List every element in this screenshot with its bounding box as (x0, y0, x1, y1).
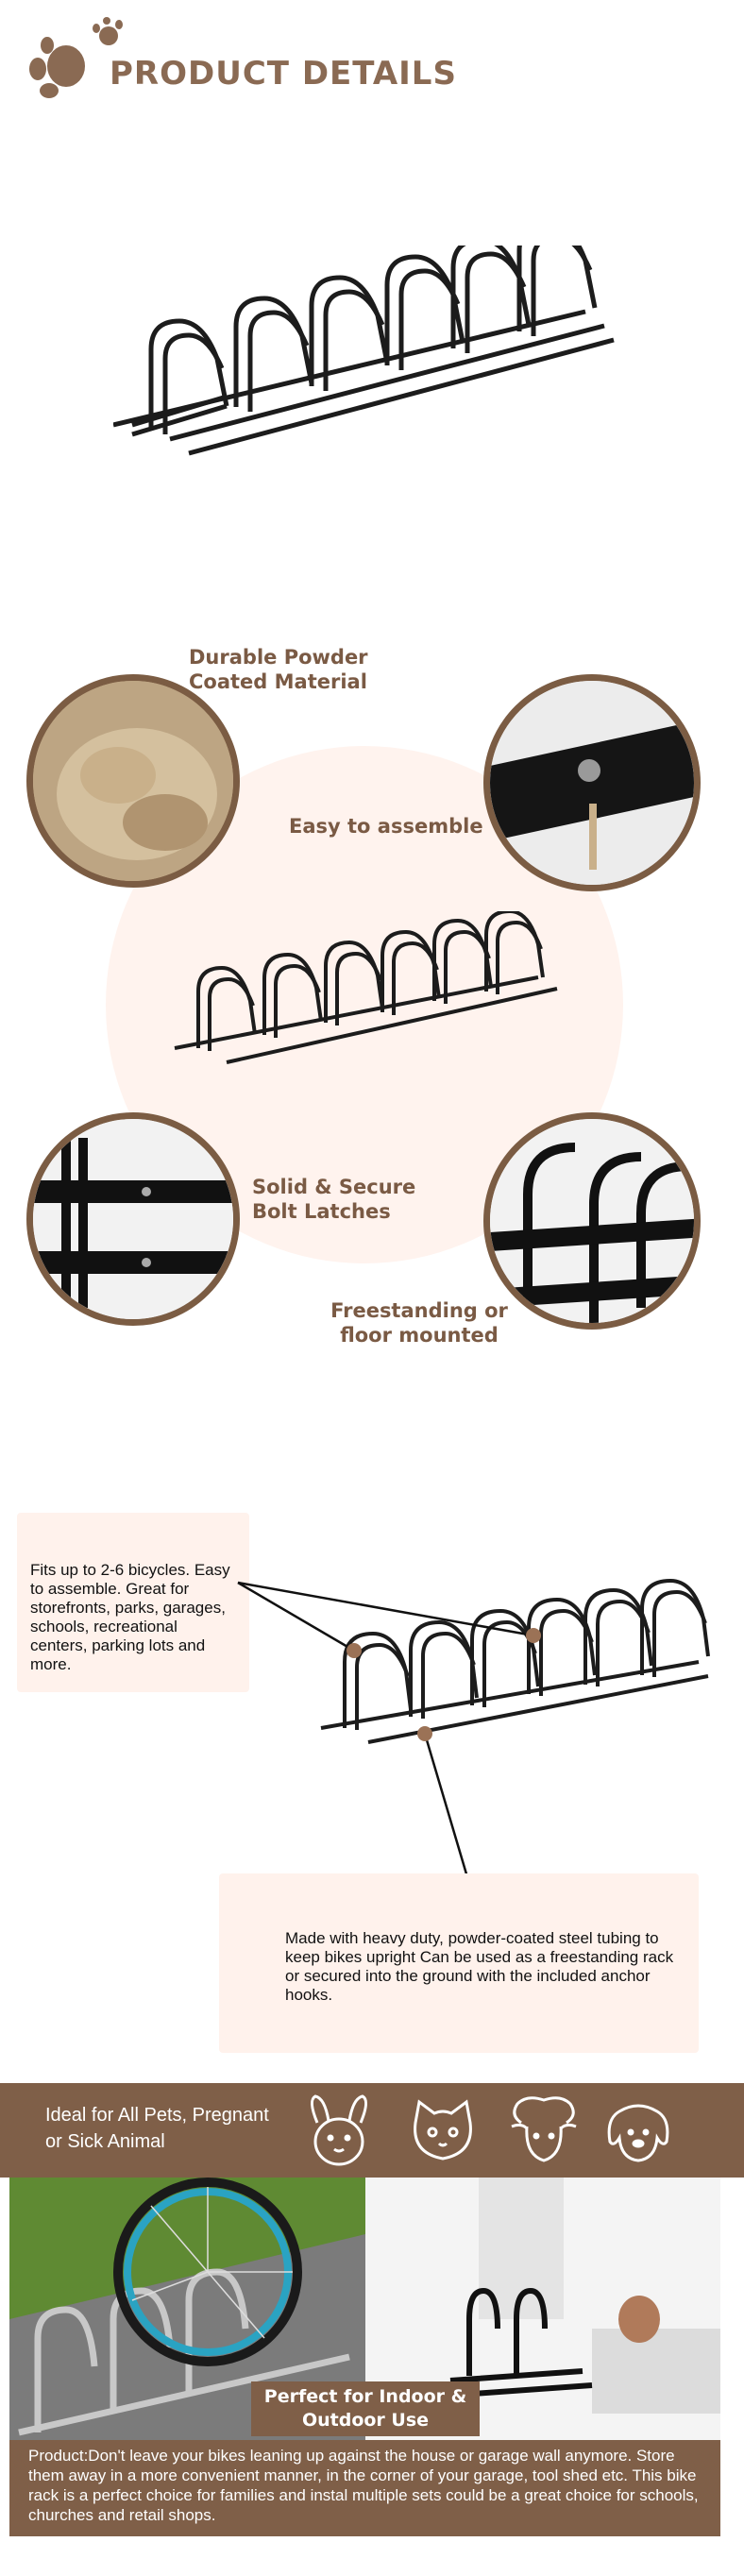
feature-durable: Durable Powder Coated Material (189, 646, 368, 693)
dog-icon (607, 2104, 669, 2162)
cat-icon (414, 2099, 472, 2161)
bike-rack-center-image (174, 911, 558, 1064)
powder-circle (26, 674, 240, 888)
product-description-band (9, 2440, 720, 2536)
latch-circle (26, 1112, 240, 1326)
fits-callout-text: Fits up to 2-6 bicycles. Easy to assembl… (30, 1561, 230, 1673)
pets-band (0, 2083, 744, 2178)
bolt-circle (483, 674, 701, 891)
feature-solid: Solid & Secure Bolt Latches (252, 1176, 416, 1223)
header: PRODUCT DETAILS (19, 17, 456, 102)
indoor-photo (365, 2178, 720, 2440)
made-callout-text: Made with heavy duty, powder-coated stee… (285, 1929, 674, 2004)
pets-band-text: Ideal for All Pets, Pregnant or Sick Ani… (45, 2105, 269, 2152)
product-description-text: Product:Don't leave your bikes leaning u… (28, 2447, 699, 2524)
sheep-icon (511, 2096, 577, 2162)
page-title: PRODUCT DETAILS (110, 55, 457, 93)
mount-circle (483, 1112, 701, 1330)
rabbit-icon (311, 2094, 367, 2166)
indoor-outdoor-badge (251, 2381, 480, 2436)
made-callout-card (219, 1873, 699, 2053)
feature-easy: Easy to assemble (289, 815, 483, 838)
paw-icon (29, 17, 123, 98)
indoor-outdoor-badge-text: Perfect for Indoor & Outdoor Use (263, 2386, 467, 2431)
bike-rack-image (113, 246, 615, 456)
feature-freestanding: Freestanding or floor mounted (330, 1299, 508, 1347)
fits-callout-card (17, 1513, 249, 1692)
callout-rack-image (237, 1579, 710, 1878)
